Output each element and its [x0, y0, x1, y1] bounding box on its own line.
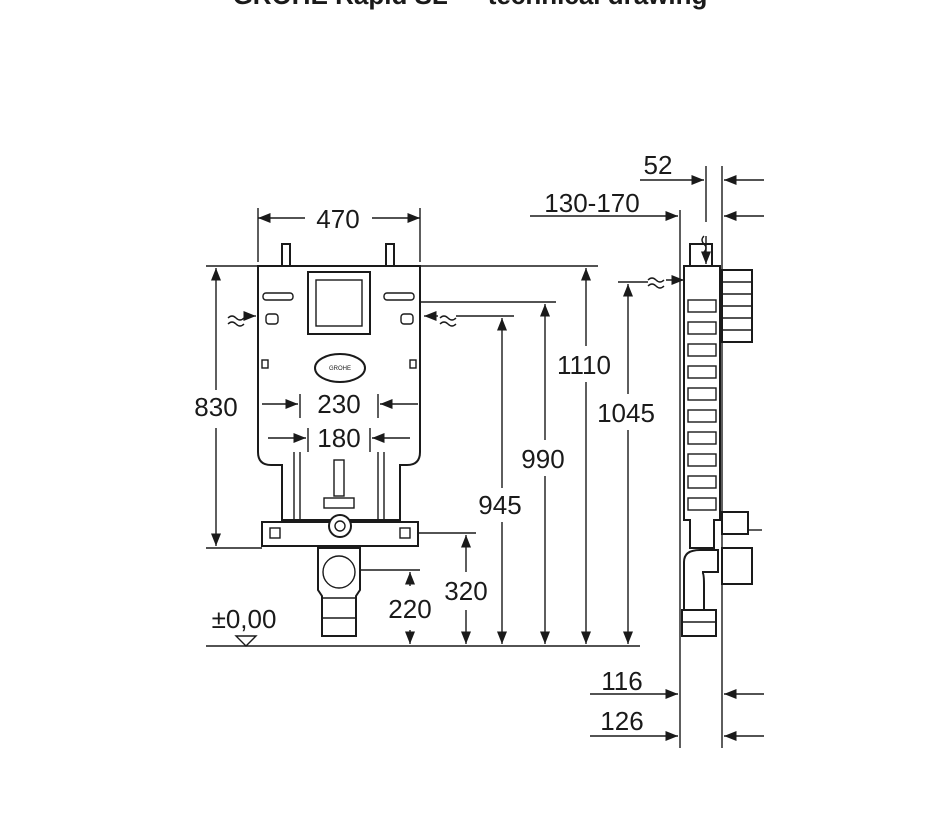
- side-view: 52 130-170 1045 116 126: [530, 150, 764, 748]
- dim-top-height-label: 1110: [557, 350, 611, 380]
- dim-inner-b-label: 180: [317, 423, 360, 453]
- dim-depth-a-label: 52: [644, 150, 673, 180]
- dim-offset-a-label: 116: [601, 666, 642, 696]
- cropped-header-text: GROHE Rapid SL — technical drawing: [233, 0, 708, 10]
- dim-width-label: 470: [316, 204, 359, 234]
- dim-side-height-label: 1045: [597, 398, 655, 428]
- side-drain-bend: [683, 549, 719, 611]
- drain-outlet: [317, 547, 361, 637]
- front-view: GROHE 470: [194, 204, 640, 647]
- dim-depth-range-label: 130-170: [544, 188, 639, 218]
- flush-opening: [307, 271, 371, 335]
- floor-level-label: ±0,00: [212, 604, 277, 634]
- dim-bracket-height-label: 320: [444, 576, 487, 606]
- grohe-logo: [314, 353, 366, 383]
- dim-outlet-height-label: 220: [388, 594, 431, 624]
- frame-body: [257, 265, 421, 521]
- dim-offset-b-label: 126: [600, 706, 643, 736]
- svg-text:GROHE: GROHE: [329, 366, 351, 372]
- frame-post-left: [281, 243, 291, 267]
- dim-flush-height-label: 990: [521, 444, 564, 474]
- frame-post-right: [385, 243, 395, 267]
- side-frame: [683, 265, 721, 549]
- dim-inner-a-label: 230: [317, 389, 360, 419]
- dim-frame-height-label: 830: [194, 392, 237, 422]
- dim-supply-height-label: 945: [478, 490, 521, 520]
